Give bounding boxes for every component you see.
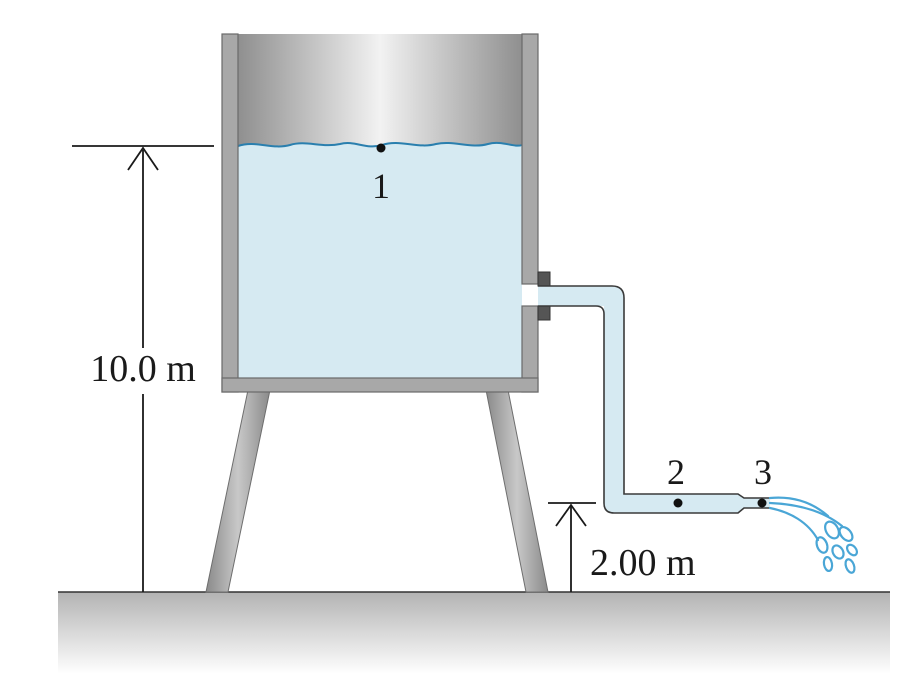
tank-height-label: 10.0 m [90, 348, 196, 390]
tank-legs [205, 389, 549, 593]
point-2-label: 2 [667, 452, 685, 492]
outlet-flange-lower [537, 305, 551, 321]
point-2-marker [673, 498, 683, 508]
point-3-marker [757, 498, 767, 508]
outlet-flange-upper [537, 271, 551, 287]
point-1-marker [376, 143, 386, 153]
outlet-height-label: 2.00 m [590, 542, 696, 584]
tank-left-wall [221, 33, 239, 393]
outlet-height-dimension [548, 502, 596, 592]
outlet-pipe [538, 285, 770, 514]
point-3-label: 3 [754, 452, 772, 492]
water-spray [768, 496, 859, 574]
tank-right-wall-upper [521, 33, 539, 285]
tank [221, 33, 551, 393]
tank-bottom [221, 377, 539, 393]
tank-height-dimension [72, 145, 214, 592]
point-1-label: 1 [372, 166, 390, 206]
ground [58, 591, 890, 674]
